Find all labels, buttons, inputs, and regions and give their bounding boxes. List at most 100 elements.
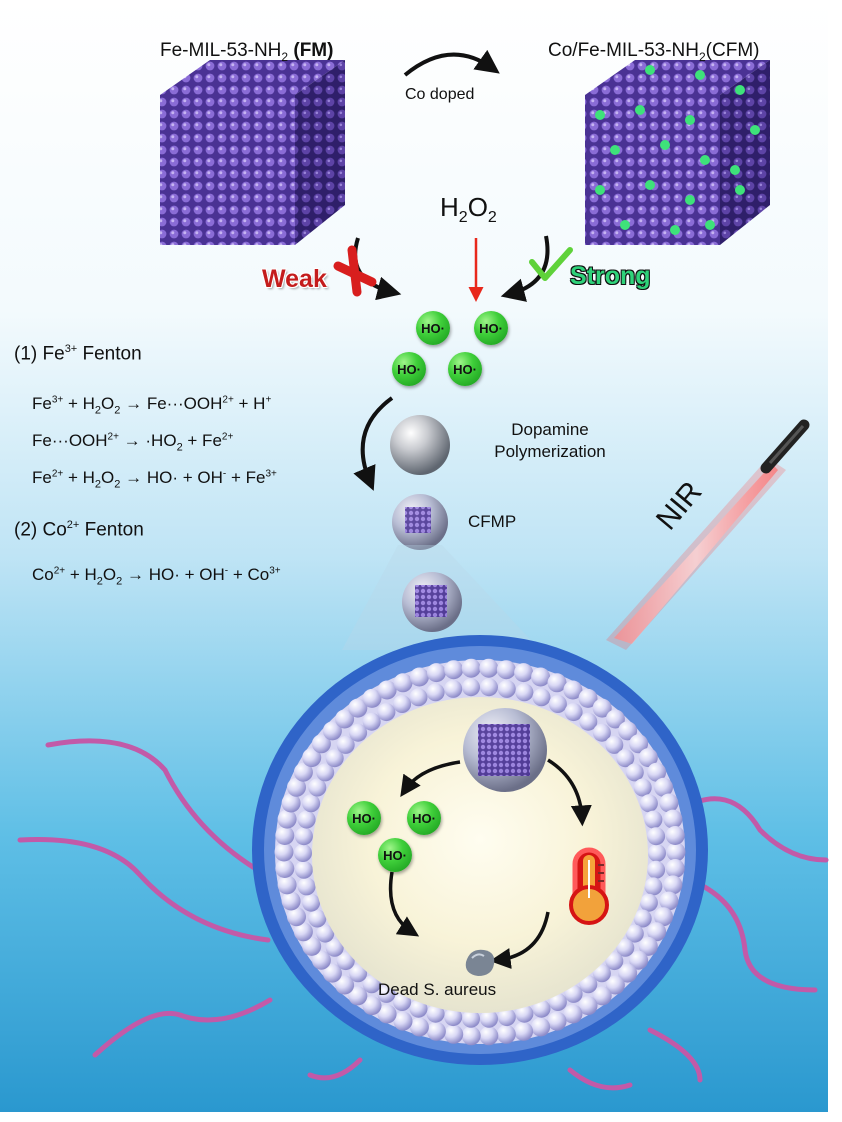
nir-laser bbox=[606, 419, 810, 650]
fe-fenton-pre: (1) Fe bbox=[14, 343, 65, 365]
membrane-bead bbox=[297, 810, 316, 829]
dead-label: Dead S. aureus bbox=[378, 980, 497, 999]
membrane-bead bbox=[579, 712, 598, 731]
membrane-bead bbox=[531, 667, 551, 687]
membrane-bead bbox=[362, 712, 381, 731]
membrane-bead bbox=[592, 723, 611, 742]
fe-fenton-title: (1) Fe3+ Fenton bbox=[14, 343, 142, 365]
membrane-bead bbox=[336, 735, 355, 754]
membrane-bead bbox=[293, 762, 313, 782]
membrane-bead bbox=[638, 748, 658, 768]
membrane-bead bbox=[531, 1017, 551, 1037]
membrane-bead bbox=[294, 827, 313, 846]
membrane-bead bbox=[563, 1004, 583, 1024]
green-check-icon bbox=[529, 247, 573, 281]
dopamine-sphere bbox=[390, 415, 450, 475]
membrane-bead bbox=[654, 907, 673, 927]
h2o2-h: H bbox=[440, 192, 459, 222]
membrane-bead bbox=[665, 826, 685, 845]
cell-arrow-heat bbox=[547, 758, 592, 827]
membrane-bead bbox=[349, 723, 368, 742]
membrane-bead bbox=[322, 721, 342, 741]
membrane-bead bbox=[563, 680, 583, 700]
h2o2-o: O bbox=[467, 192, 488, 222]
membrane-bead bbox=[322, 963, 342, 983]
membrane-bead bbox=[377, 984, 396, 1003]
membrane-bead bbox=[393, 673, 413, 693]
membrane-bead bbox=[302, 794, 321, 813]
membrane-bead bbox=[625, 924, 644, 943]
membrane-bead bbox=[281, 793, 301, 813]
membrane-bead bbox=[532, 999, 551, 1018]
cfm-subscript: 2 bbox=[698, 49, 706, 64]
membrane-bead bbox=[274, 842, 294, 862]
membrane-bead bbox=[302, 893, 321, 912]
membrane-bead bbox=[514, 1021, 534, 1041]
membrane-bead bbox=[647, 827, 666, 846]
membrane-bead bbox=[633, 909, 652, 928]
membrane-bead bbox=[480, 678, 498, 697]
membrane-bead bbox=[444, 1024, 464, 1044]
membrane-bead bbox=[444, 1008, 463, 1027]
co-doped-label: Co doped bbox=[405, 86, 475, 103]
membrane-bead bbox=[605, 975, 625, 995]
hydroxyl-radical: HO· bbox=[347, 801, 381, 835]
membrane-bead bbox=[663, 809, 683, 829]
cell-arrow-kill-left bbox=[388, 871, 420, 937]
synthesis-arrow bbox=[353, 396, 394, 491]
membrane-bead bbox=[479, 658, 499, 678]
membrane-bead bbox=[663, 875, 683, 895]
cell-membrane bbox=[252, 635, 708, 1065]
cfmp-label: CFMP bbox=[468, 512, 517, 531]
membrane-bead bbox=[377, 703, 396, 722]
membrane-bead bbox=[426, 1004, 445, 1023]
membrane-bead bbox=[462, 678, 480, 697]
membrane-bead bbox=[409, 667, 429, 687]
membrane-bead bbox=[644, 810, 663, 829]
cfm-cube bbox=[585, 60, 770, 245]
fe-eq-1: Fe3+ + H2O2 → Fe···OOH2+ + H+ bbox=[32, 394, 272, 417]
membrane-bead bbox=[325, 749, 344, 768]
membrane-bead bbox=[496, 1024, 516, 1044]
membrane-bead bbox=[625, 763, 644, 782]
membrane-bead bbox=[633, 778, 652, 797]
membrane-bead bbox=[665, 859, 685, 878]
h2o2-sub1: 2 bbox=[458, 209, 468, 227]
membrane-bead bbox=[647, 762, 667, 782]
membrane-bead bbox=[277, 875, 297, 895]
co-doped-arrow bbox=[403, 49, 500, 77]
membrane-bead bbox=[462, 1009, 480, 1028]
fe-fenton-post: Fenton bbox=[77, 343, 142, 365]
membrane-bead bbox=[515, 683, 534, 702]
membrane-bead bbox=[578, 688, 598, 708]
membrane-bead bbox=[393, 993, 412, 1011]
co-dopant-dots bbox=[595, 65, 760, 235]
co-eq-1: Co2+ + H2O2 → HO· + OH- + Co3+ bbox=[32, 565, 281, 588]
membrane-bead bbox=[618, 963, 638, 983]
membrane-bead bbox=[287, 907, 306, 927]
membrane-bead bbox=[426, 663, 446, 683]
membrane-bead bbox=[377, 1004, 397, 1024]
membrane-bead bbox=[444, 679, 463, 698]
membrane-bead bbox=[659, 891, 679, 911]
membrane-bead bbox=[547, 1011, 567, 1031]
dopamine-label: Dopamine Polymerization bbox=[490, 420, 610, 462]
membrane-bead bbox=[605, 709, 625, 729]
membrane-bead bbox=[302, 936, 322, 956]
membrane-bead bbox=[294, 844, 312, 862]
membrane-bead bbox=[426, 683, 445, 702]
red-cross-icon bbox=[333, 245, 377, 297]
co-fenton-pre: (2) Co bbox=[14, 519, 67, 541]
membrane-bead bbox=[377, 680, 397, 700]
membrane-bead bbox=[659, 793, 679, 813]
membrane-bead bbox=[409, 999, 428, 1018]
membrane-bead bbox=[638, 936, 658, 956]
membrane-bead bbox=[592, 698, 612, 718]
zoom-particle bbox=[402, 572, 462, 632]
membrane-bead bbox=[479, 1026, 499, 1046]
membrane-bead bbox=[666, 842, 686, 862]
weak-label: Weak bbox=[262, 265, 327, 293]
fm-cube bbox=[160, 60, 345, 245]
membrane-bead bbox=[393, 695, 412, 713]
membrane-bead bbox=[515, 1004, 534, 1023]
